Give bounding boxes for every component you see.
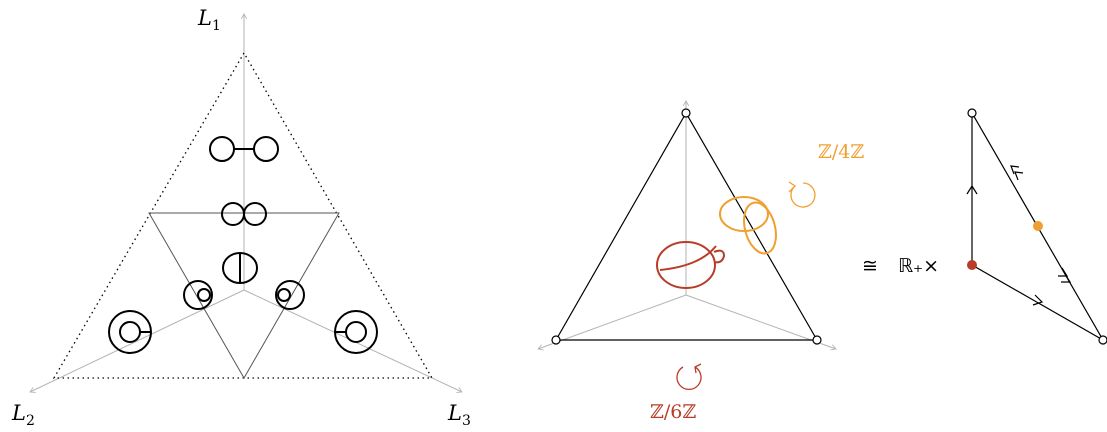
graph-tadpole-left [183, 280, 213, 310]
graph-nested-right [334, 310, 378, 354]
group-z4-label: ℤ/4ℤ [818, 141, 864, 163]
orange-figure-eight [719, 196, 777, 255]
mid-triangle [554, 111, 819, 341]
red-tadpole-graph [656, 241, 726, 289]
label-l1: L1 [197, 6, 221, 34]
mid-vertex-top [681, 108, 691, 118]
outer-dotted-triangle [52, 51, 434, 379]
middle-diagram: ℤ/4ℤ ℤ/6ℤ [537, 100, 864, 423]
mid-vertex-left [551, 335, 561, 345]
orange-rotation-icon [788, 181, 816, 208]
red-rotation-icon [676, 363, 702, 391]
mid-vertex-right [812, 335, 822, 345]
group-z6-label: ℤ/6ℤ [650, 401, 696, 423]
label-l3: L3 [447, 401, 471, 429]
graph-dumbbell [209, 136, 279, 162]
right-diagram [966, 108, 1107, 345]
right-orange-point [1033, 221, 1043, 231]
graph-theta [222, 252, 258, 284]
edge-double-arrow-top-2 [1014, 171, 1024, 181]
graph-nested-left [108, 310, 152, 354]
graph-tadpole-right [275, 280, 305, 310]
edge-double-arrow-top-1 [1010, 165, 1020, 175]
label-l2: L2 [11, 401, 35, 429]
right-vertex-top [967, 108, 977, 118]
left-diagram: L1 L2 L3 [11, 6, 471, 429]
edge-double-arrow-bottom-2 [1061, 273, 1072, 283]
right-vertex-bottom [1098, 335, 1107, 345]
edge-double-arrow-bottom-1 [1058, 267, 1069, 277]
iso-symbol: ≅ [862, 255, 878, 277]
graph-figure-eight [221, 202, 267, 226]
axis-l2 [29, 289, 245, 393]
edge-arrow-bottom [1032, 294, 1044, 306]
edge-arrow-left [966, 184, 978, 195]
right-red-point [967, 260, 977, 270]
iso-factor: ℝ₊× [898, 255, 939, 277]
